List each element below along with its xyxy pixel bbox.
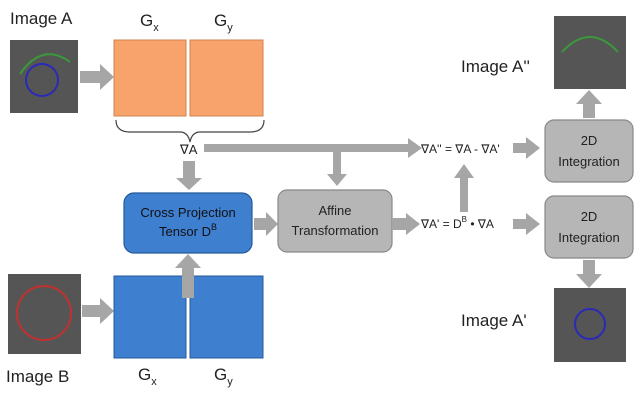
- gradient-b-gy: [189, 275, 264, 359]
- gradient-a-gx: [113, 39, 187, 117]
- grad-a-gx-label: Gx: [140, 11, 159, 34]
- image-b-red-circle: [16, 285, 72, 341]
- arrow-equation-bottom-to-integration: [513, 213, 540, 235]
- image-a-double-prime-label: Image A'': [461, 57, 530, 76]
- cross-projection-line2: Tensor DB: [159, 222, 217, 239]
- image-a-prime-blue-circle: [574, 308, 606, 340]
- image-a-double-prime-thumbnail: [554, 16, 626, 89]
- grad-b-gy-label: Gy: [214, 365, 233, 388]
- integration-top-line2: Integration: [558, 154, 619, 169]
- arrow-equation-bottom-to-top: [454, 164, 474, 212]
- image-a-prime-thumbnail: [554, 288, 626, 362]
- grad-b-gx-label: Gx: [138, 365, 157, 388]
- arrow-integration-to-image-a-double-prime: [576, 90, 602, 118]
- integration-bottom-box: [544, 195, 634, 259]
- integration-top-box: [544, 119, 634, 183]
- image-a-prime-label: Image A': [461, 311, 527, 330]
- arrow-affine-to-equation-bottom: [392, 213, 420, 235]
- arrow-branch-to-affine: [327, 152, 347, 186]
- grad-a-nabla-label: ∇A: [179, 142, 198, 157]
- equation-bottom: ∇A' = DB • ∇A: [420, 215, 494, 231]
- image-a-green-arc: [19, 53, 71, 75]
- cross-projection-line1: Cross Projection: [140, 205, 235, 220]
- arrow-image-b-to-gradients: [82, 298, 114, 324]
- equation-top: ∇A'' = ∇A - ∇A': [420, 142, 500, 156]
- image-a-blue-circle: [25, 63, 59, 97]
- image-a-label: Image A: [10, 9, 73, 28]
- grad-a-gy-label: Gy: [214, 11, 233, 34]
- cross-projection-box: [123, 192, 253, 254]
- gradient-a-brace: [115, 119, 265, 143]
- affine-line2: Transformation: [292, 223, 379, 238]
- integration-bottom-line2: Integration: [558, 230, 619, 245]
- gradient-a-gy: [189, 39, 264, 117]
- image-a-double-prime-green-arc: [561, 36, 619, 53]
- integration-top-line1: 2D: [581, 133, 598, 148]
- arrow-nabla-a-to-equation-top: [204, 138, 422, 158]
- arrow-equation-top-to-integration: [513, 137, 540, 159]
- gradient-b-gx: [113, 275, 187, 359]
- image-b-label: Image B: [6, 367, 69, 386]
- arrow-image-a-to-gradients: [80, 64, 114, 90]
- arrow-nabla-a-to-cross-projection: [176, 161, 202, 190]
- arrow-cross-projection-to-affine: [254, 212, 278, 236]
- arrow-gradients-b-to-cross-projection: [175, 254, 201, 298]
- image-a-thumbnail: [10, 40, 78, 113]
- affine-transformation-box: [277, 189, 393, 253]
- arrow-integration-to-image-a-prime: [576, 260, 602, 288]
- integration-bottom-line1: 2D: [581, 209, 598, 224]
- affine-line1: Affine: [318, 203, 351, 218]
